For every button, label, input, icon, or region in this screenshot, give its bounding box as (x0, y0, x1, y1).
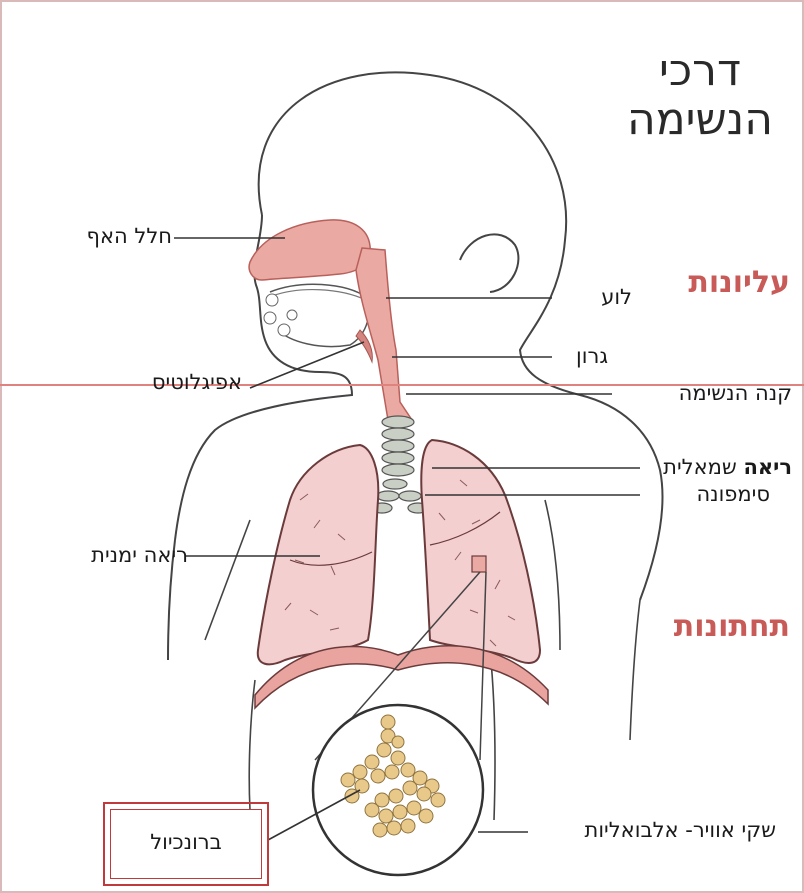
alveoli-sample-marker (472, 556, 486, 572)
nasal-cavity-label: חלל האף (87, 226, 172, 247)
left-lung-shape (421, 440, 540, 663)
body-lower-left (249, 680, 255, 810)
arm-left-line (205, 520, 250, 640)
bronchiole-label-box: ברונכיול (103, 802, 269, 886)
bronchiole-label: ברונכיול (105, 832, 267, 853)
title-line-1: דרכי (605, 46, 795, 95)
lower-section-heading: תחתונות (674, 612, 790, 642)
nasal-cavity-shape (249, 220, 370, 280)
body-lower-right (490, 650, 495, 820)
tooth (278, 324, 290, 336)
right-lung-label: ריאה ימנית (91, 545, 188, 566)
diagram-title: דרכי הנשימה (605, 46, 795, 145)
epiglottis-label: אפיגלוטיס (152, 372, 242, 393)
ear-outline (460, 234, 518, 292)
left-lung-label-bold: ריאה (743, 455, 792, 479)
tooth (287, 310, 297, 320)
palate-line (272, 290, 366, 300)
epiglottis-shape (356, 330, 372, 362)
left-lung-label: ריאה שמאלית (663, 457, 792, 478)
trachea-rings (372, 416, 428, 513)
larynx-label: גרון (576, 346, 608, 367)
pharynx-shape (356, 248, 412, 420)
upper-section-heading: עליונות (688, 268, 790, 298)
title-line-2: הנשימה (605, 95, 795, 144)
left-lung-label-rest: שמאלית (663, 455, 737, 479)
right-lung-shape (258, 445, 379, 664)
mouth-outline (270, 284, 369, 346)
tooth (266, 294, 278, 306)
bronchus-label: סימפונה (696, 484, 770, 505)
arm-right-line (545, 500, 560, 650)
trachea-label: קנה הנשימה (679, 383, 792, 404)
alveoli-label: שקי אוויר- אלבואליות (585, 820, 776, 841)
tooth (264, 312, 276, 324)
body-side-right (630, 600, 640, 740)
pharynx-label: לוע (601, 287, 632, 308)
